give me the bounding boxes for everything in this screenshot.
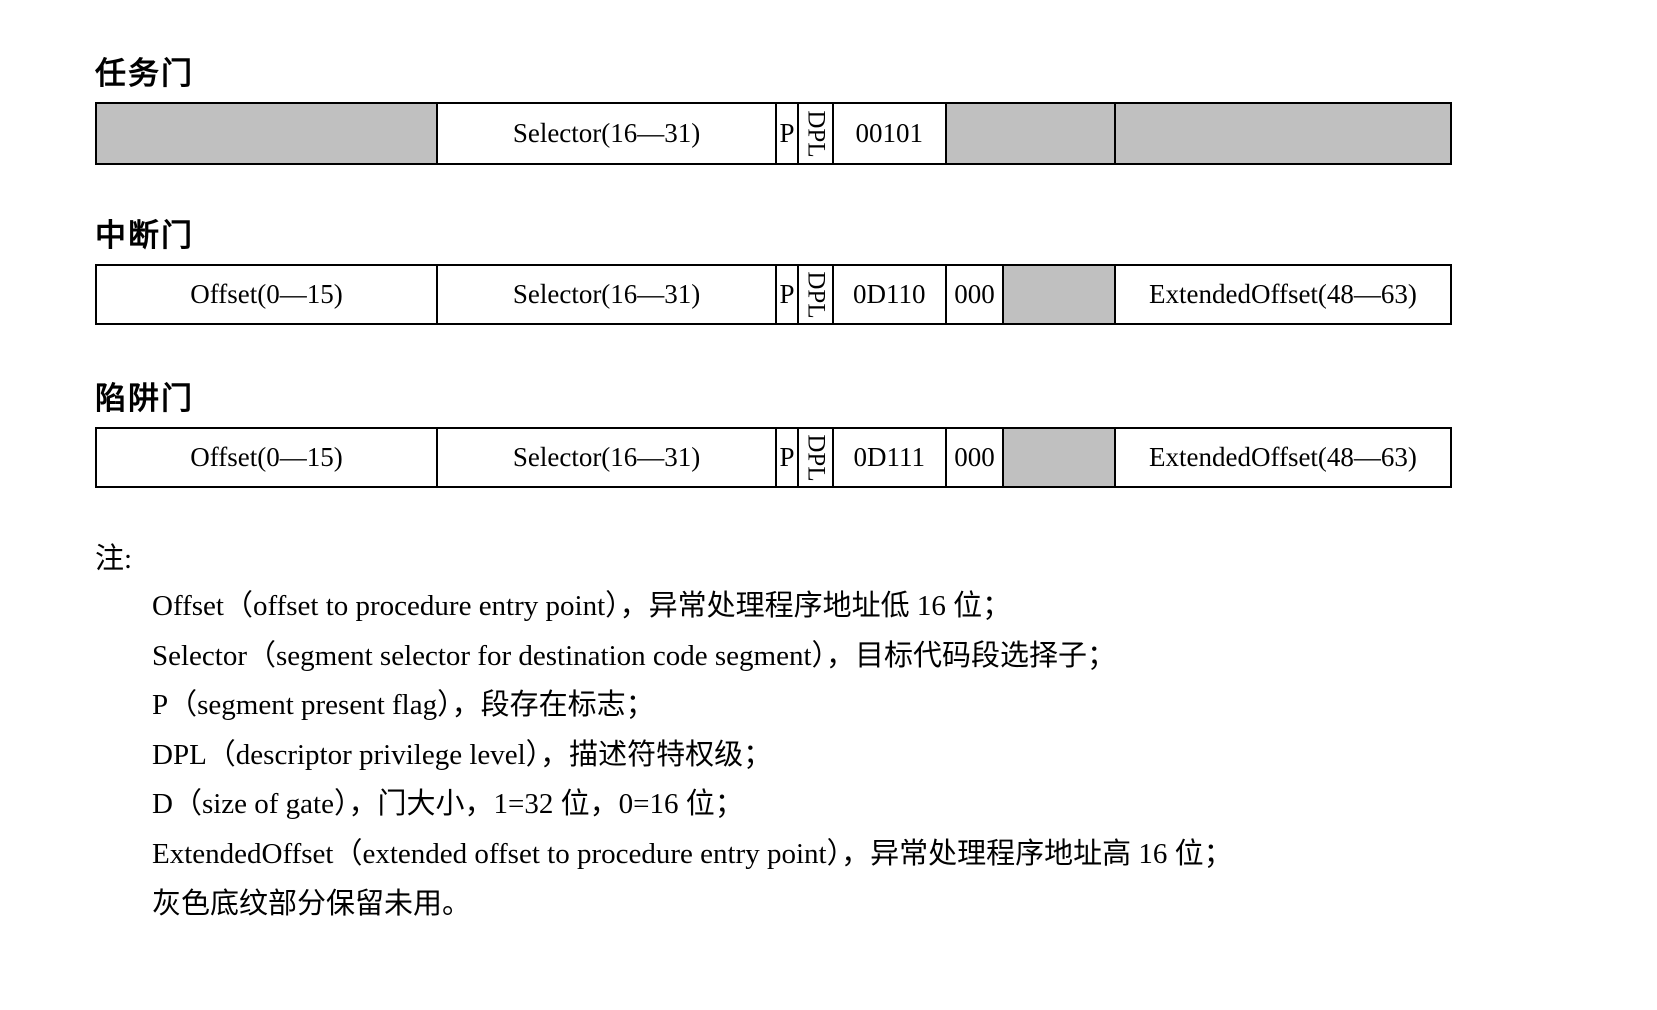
cell-selector: Selector(16—31): [436, 429, 775, 486]
cell-type-bits: 0D110: [831, 266, 945, 323]
trap-gate-title: 陷阱门: [95, 381, 194, 416]
trap-gate-table: Offset(0—15) Selector(16—31) P DPL 0D111…: [95, 427, 1452, 488]
note-line-gray-reserved: 灰色底纹部分保留未用。: [152, 887, 472, 920]
cell-dpl: DPL: [797, 266, 832, 323]
interrupt-gate-title: 中断门: [95, 218, 194, 253]
dpl-rotated-label: DPL: [802, 270, 830, 319]
cell-type-bits: 00101: [831, 104, 945, 163]
cell-type-bits: 0D111: [831, 429, 945, 486]
notes-section: 注: Offset（offset to procedure entry poin…: [95, 536, 1575, 929]
cell-p-flag: P: [775, 104, 797, 163]
note-line-d: D（size of gate），门大小，1=32 位，0=16 位；: [152, 788, 744, 821]
cell-zero-bits: 000: [944, 429, 1003, 486]
cell-reserved-mid: [1002, 266, 1114, 323]
dpl-rotated-label: DPL: [802, 109, 830, 158]
dpl-rotated-label: DPL: [802, 433, 830, 482]
cell-reserved-mid: [1002, 429, 1114, 486]
cell-selector: Selector(16—31): [436, 266, 775, 323]
note-line-selector: Selector（segment selector for destinatio…: [152, 639, 1117, 672]
note-line-p: P（segment present flag），段存在标志；: [152, 689, 655, 722]
cell-dpl: DPL: [796, 104, 832, 163]
cell-selector: Selector(16—31): [436, 104, 775, 163]
cell-reserved-low: [97, 104, 437, 163]
note-line-dpl: DPL（descriptor privilege level），描述符特权级；: [152, 738, 773, 771]
cell-p-flag: P: [775, 429, 797, 486]
cell-reserved-high: [1114, 104, 1451, 163]
notes-heading: 注:: [95, 543, 133, 575]
cell-zero-bits: 000: [944, 266, 1003, 323]
cell-p-flag: P: [775, 266, 797, 323]
task-gate-table: Selector(16—31) P DPL 00101: [95, 102, 1452, 165]
cell-extended-offset: ExtendedOffset(48—63): [1113, 429, 1450, 486]
cell-extended-offset: ExtendedOffset(48—63): [1113, 266, 1450, 323]
cell-offset-low: Offset(0—15): [190, 279, 343, 309]
interrupt-gate-table: Offset(0—15) Selector(16—31) P DPL 0D110…: [95, 264, 1452, 325]
cell-dpl: DPL: [797, 429, 832, 486]
cell-reserved-mid: [944, 104, 1115, 163]
note-line-extended-offset: ExtendedOffset（extended offset to proced…: [152, 837, 1233, 870]
task-gate-title: 任务门: [95, 56, 194, 91]
note-line-offset: Offset（offset to procedure entry point），…: [152, 590, 1012, 622]
cell-offset-low: Offset(0—15): [190, 442, 343, 472]
